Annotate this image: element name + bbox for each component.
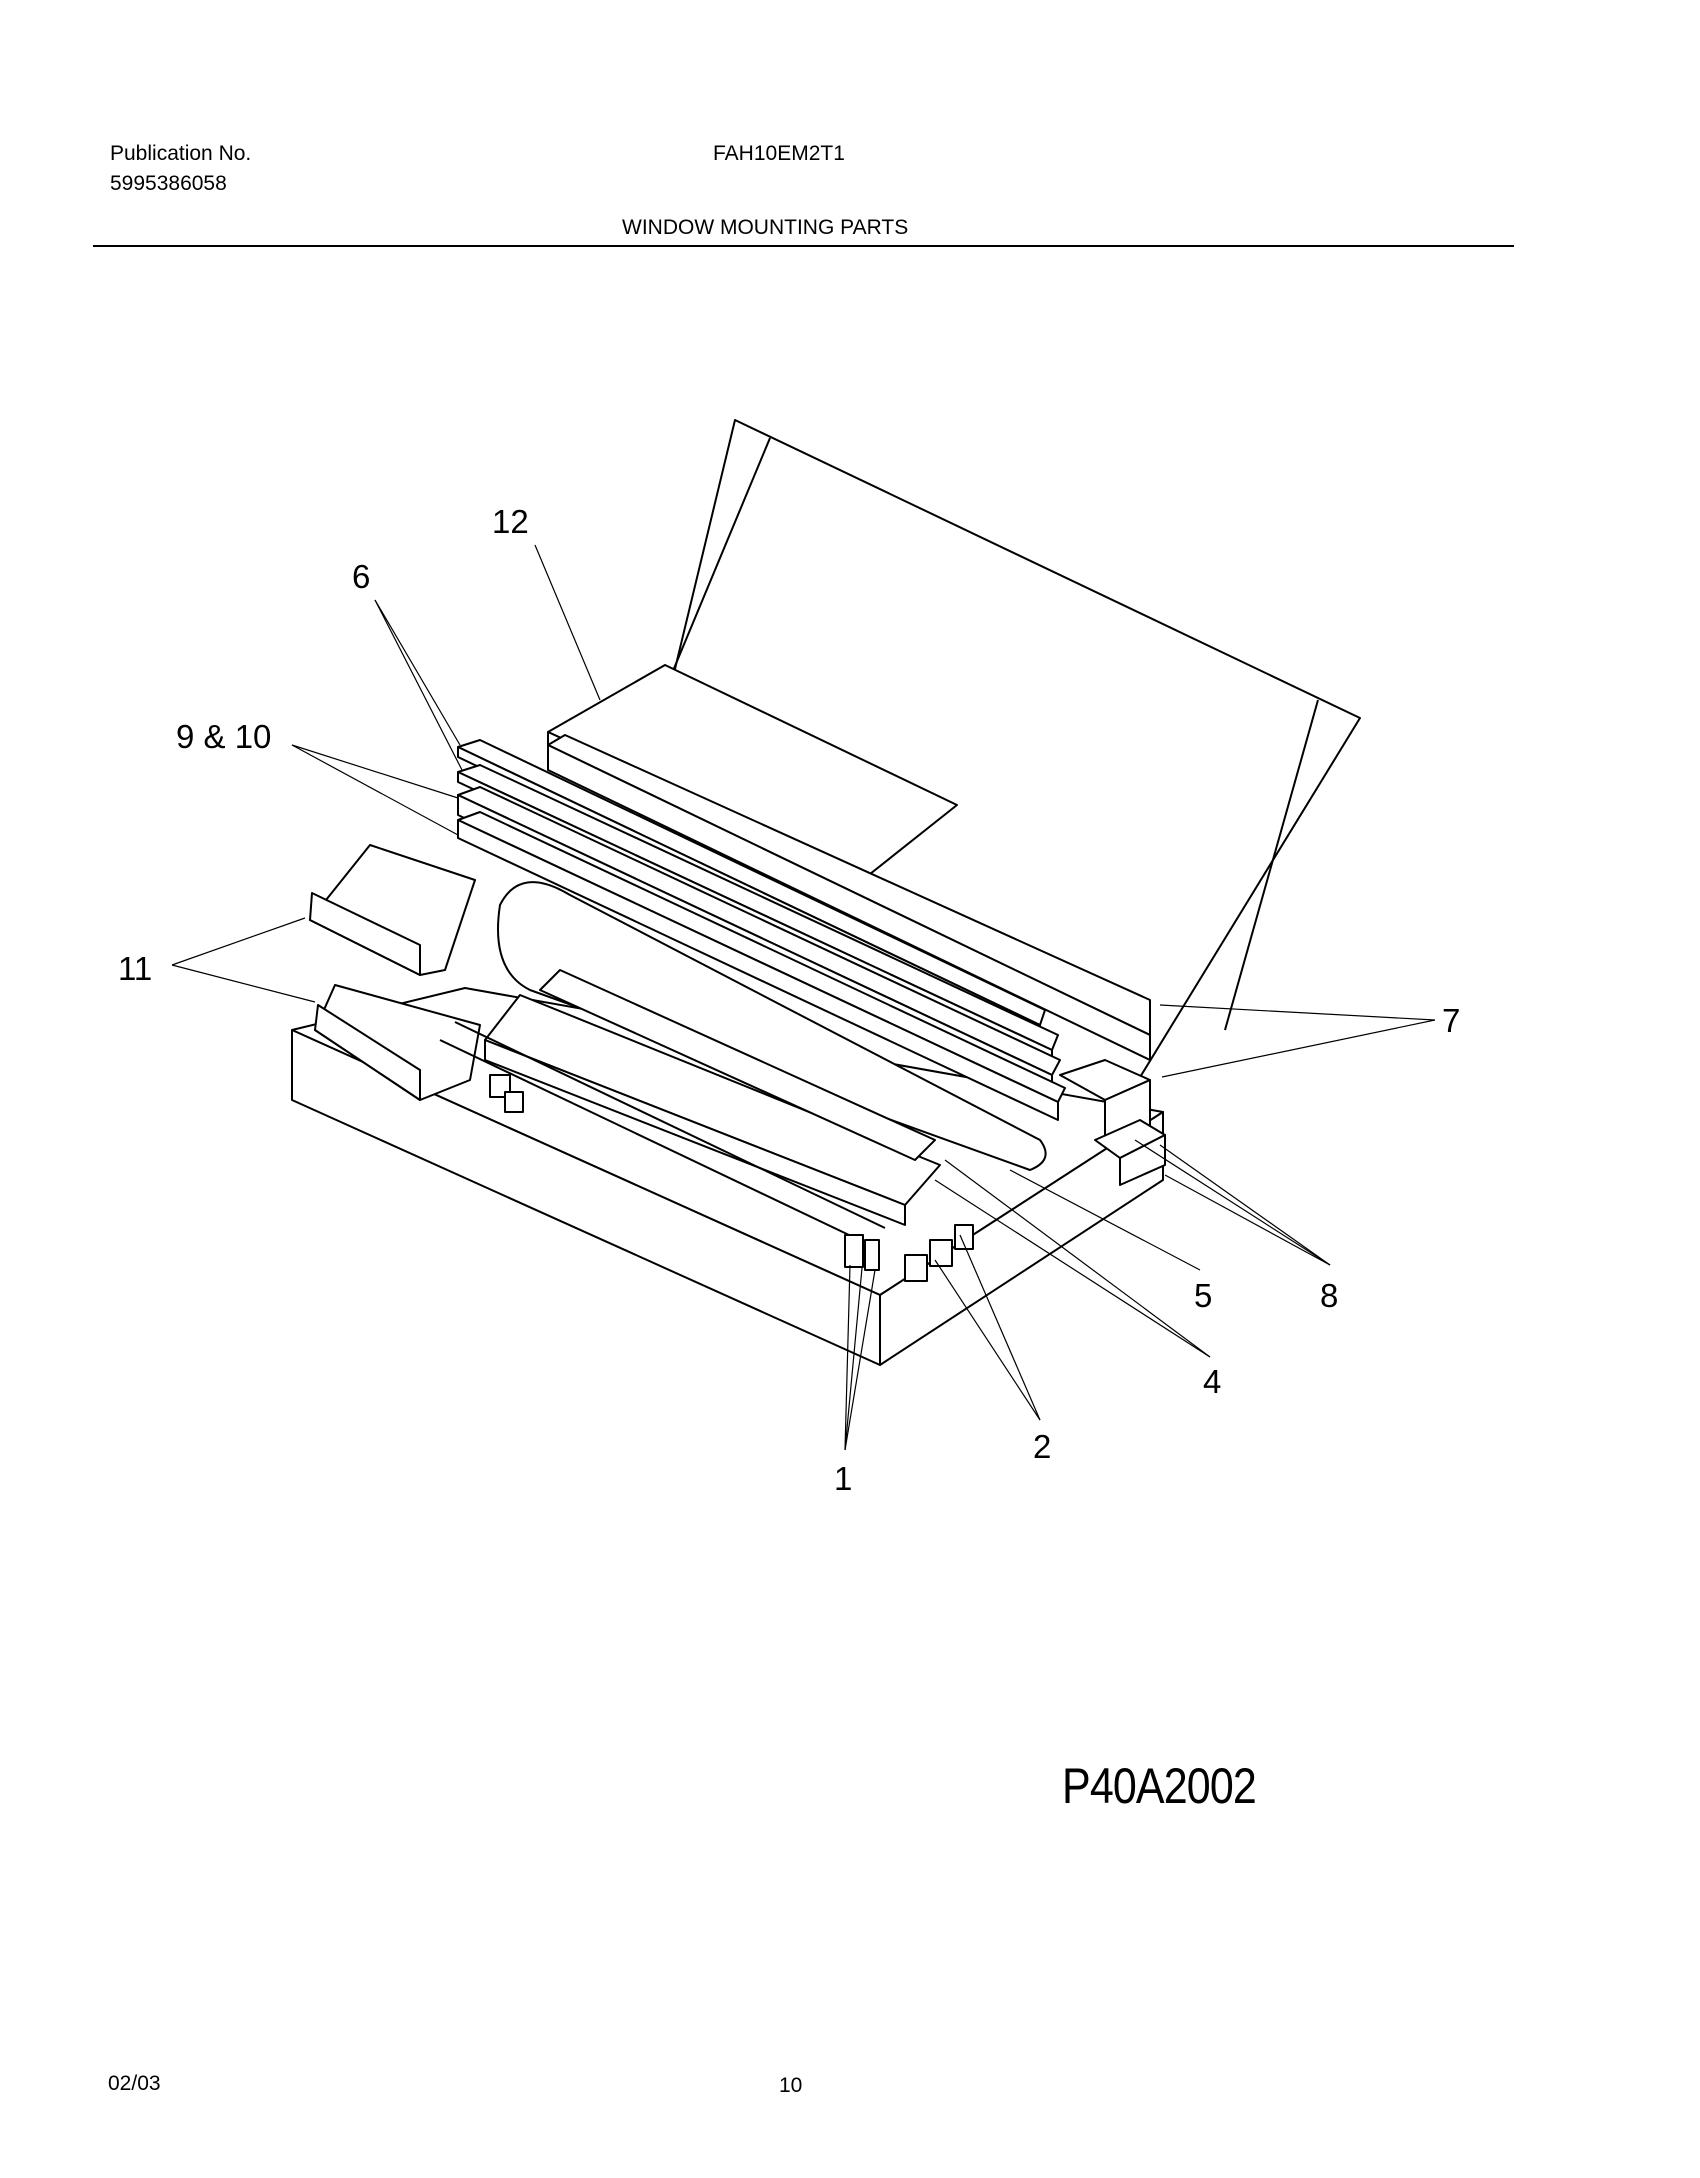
callout-1: 1 [834,1460,852,1497]
callout-9-10: 9 & 10 [176,718,271,755]
callout-4: 4 [1203,1363,1221,1400]
callout-5: 5 [1194,1277,1212,1314]
callout-12: 12 [492,503,529,540]
section-title: WINDOW MOUNTING PARTS [622,216,909,239]
part-2-clip [904,1254,928,1282]
model-number: FAH10EM2T1 [713,142,845,165]
callout-6: 6 [352,558,370,595]
callout-2: 2 [1033,1428,1051,1465]
publication-label: Publication No. [110,142,252,165]
callout-11: 11 [118,950,152,987]
callout-7: 7 [1442,1002,1460,1039]
header-rule [93,245,1514,247]
page-number: 10 [779,2074,803,2097]
part-1-bracket [844,1234,864,1268]
figure-code: P40A2002 [1062,1758,1257,1814]
callout-8: 8 [1320,1277,1338,1314]
part-5-foam-seal [497,881,1047,1171]
carton-tray-side [879,1111,1164,1366]
publication-number: 5995386058 [110,172,227,195]
footer-date: 02/03 [108,2072,161,2095]
